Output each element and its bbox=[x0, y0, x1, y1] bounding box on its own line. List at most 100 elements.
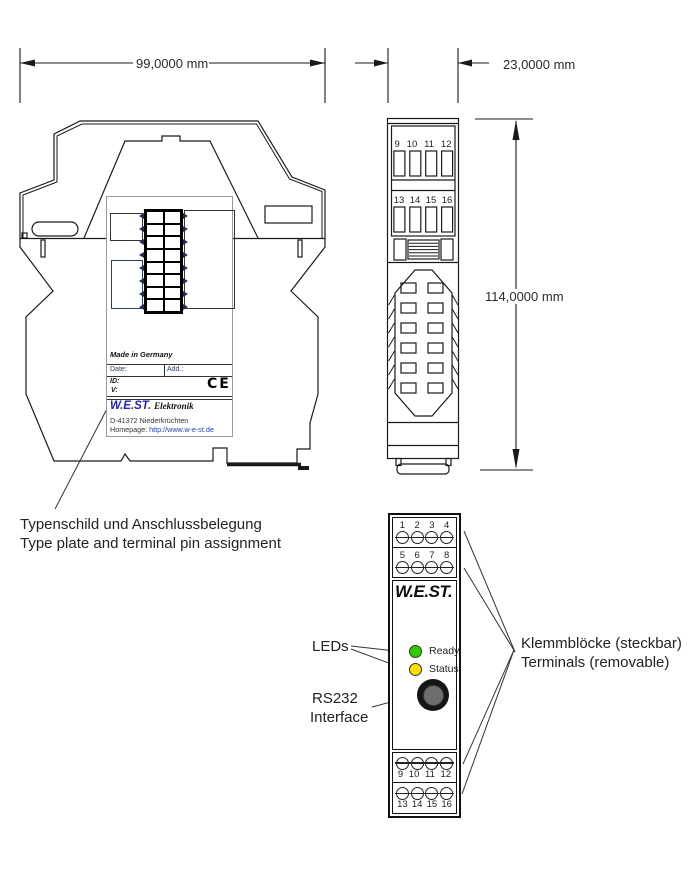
logo-part: . bbox=[147, 400, 152, 412]
terminal-number: 8 bbox=[443, 549, 450, 561]
screw-terminal-icon bbox=[424, 787, 440, 801]
terminal-number: 9 bbox=[394, 139, 400, 150]
led-ready-row: Ready bbox=[409, 645, 459, 658]
led-status-row: Status bbox=[409, 663, 459, 676]
west-elektronik-logo: W.E.ST.Elektronik bbox=[110, 400, 194, 413]
type-plate-label: Made in Germany Date: Add.: ID: V: CE W.… bbox=[106, 196, 235, 437]
terminal-number: 1 bbox=[399, 519, 406, 531]
rs232-connector-pin-area bbox=[422, 684, 444, 706]
rs232-callout-line1: RS232 bbox=[312, 690, 358, 707]
led-ready-label: Ready bbox=[429, 645, 460, 658]
screw-terminal-icon bbox=[409, 756, 425, 770]
terminal-number: 10 bbox=[408, 768, 420, 780]
terminal-number: 9 bbox=[397, 768, 404, 780]
terminal-number: 3 bbox=[429, 519, 435, 531]
dimension-height: 114,0000 mm bbox=[482, 289, 567, 304]
top-view-terminal-row-1: 9 10 11 12 bbox=[391, 140, 455, 150]
terminal-number: 16 bbox=[441, 799, 452, 811]
terminal-number: 7 bbox=[429, 549, 435, 561]
pin-markers-left bbox=[139, 213, 144, 310]
terminal-number: 14 bbox=[411, 799, 423, 811]
screw-terminal-icon bbox=[394, 531, 410, 544]
dimension-side-width: 99,0000 mm bbox=[136, 56, 209, 71]
homepage-label: Homepage: bbox=[110, 425, 148, 434]
screw-terminal-icon bbox=[424, 756, 440, 770]
terminal-number: 14 bbox=[409, 195, 421, 206]
logo-suffix: Elektronik bbox=[154, 401, 194, 411]
type-plate-component-box-2 bbox=[111, 260, 143, 309]
logo-part: W bbox=[110, 400, 121, 412]
terminal-number: 11 bbox=[425, 768, 435, 780]
logo-part: ST bbox=[134, 400, 148, 412]
leds-callout: LEDs bbox=[312, 638, 349, 655]
terminal-number: 12 bbox=[440, 139, 452, 150]
dimension-arrows bbox=[20, 59, 520, 469]
date-field-label: Date: bbox=[110, 366, 127, 373]
front-panel-view: 1 2 3 4 5 6 7 8 bbox=[388, 513, 461, 818]
rs232-connector-icon[interactable] bbox=[417, 679, 449, 711]
terminal-number: 16 bbox=[441, 195, 453, 206]
terminal-number: 15 bbox=[426, 799, 438, 811]
divider bbox=[107, 364, 232, 365]
terminal-block-bottom: 9 10 11 12 13 14 15 16 bbox=[392, 752, 457, 814]
dimension-lines bbox=[19, 48, 533, 471]
terminal-numbers-5-8: 5 6 7 8 bbox=[393, 549, 456, 561]
ready-led-icon bbox=[409, 645, 422, 658]
screw-terminal-icon bbox=[439, 787, 455, 801]
screw-terminal-icon bbox=[409, 531, 425, 544]
top-view-outline bbox=[386, 117, 460, 475]
terminal-numbers-9-12: 9 10 11 12 bbox=[393, 770, 456, 780]
screw-terminal-icon bbox=[394, 787, 410, 801]
terminal-number: 13 bbox=[393, 195, 405, 206]
west-logo-front: W.E.ST. bbox=[395, 582, 453, 601]
rs232-callout-line2: Interface bbox=[310, 709, 369, 726]
terminal-number: 4 bbox=[443, 519, 450, 531]
front-panel-face: W.E.ST. Ready Status bbox=[392, 580, 459, 750]
terminals-callout-de: Klemmblöcke (steckbar) bbox=[521, 635, 682, 652]
screw-row bbox=[393, 561, 456, 574]
terminal-number: 2 bbox=[414, 519, 420, 531]
type-plate-callout-de: Typenschild und Anschlussbelegung bbox=[20, 516, 262, 533]
logo-part: E bbox=[123, 400, 131, 412]
top-view-terminal-row-2: 13 14 15 16 bbox=[391, 196, 455, 206]
id-field-label: ID: bbox=[110, 378, 120, 385]
dimension-front-width: 23,0000 mm bbox=[503, 57, 576, 72]
screw-terminal-icon bbox=[409, 787, 425, 801]
divider bbox=[164, 364, 165, 376]
terminal-number: 10 bbox=[406, 139, 418, 150]
manufacturer-address: D-41372 Niederkrüchten bbox=[110, 416, 189, 425]
screw-terminal-icon bbox=[394, 756, 410, 770]
screw-terminal-icon bbox=[439, 531, 455, 544]
screw-terminal-icon bbox=[424, 561, 440, 574]
pin-markers-right bbox=[183, 213, 188, 310]
screw-row bbox=[393, 531, 456, 544]
terminal-number: 11 bbox=[424, 139, 435, 150]
type-plate-callout-en: Type plate and terminal pin assignment bbox=[20, 535, 281, 552]
terminal-number: 13 bbox=[397, 799, 408, 811]
terminals-callout-en: Terminals (removable) bbox=[521, 654, 670, 671]
version-field-label: V: bbox=[111, 387, 118, 394]
screw-row bbox=[393, 787, 456, 801]
logo-part: . bbox=[120, 400, 124, 412]
screw-terminal-icon bbox=[439, 756, 455, 770]
add-field-label: Add.: bbox=[167, 366, 184, 373]
terminal-number: 6 bbox=[414, 549, 420, 561]
divider bbox=[107, 376, 232, 377]
screw-terminal-icon bbox=[409, 561, 425, 574]
terminal-numbers-1-4: 1 2 3 4 bbox=[393, 519, 456, 531]
terminal-pin-grid bbox=[139, 209, 188, 314]
logo-part: . bbox=[130, 400, 135, 412]
screw-terminal-icon bbox=[424, 531, 440, 544]
terminal-number: 5 bbox=[399, 549, 406, 561]
screw-terminal-icon bbox=[439, 561, 455, 574]
terminal-number: 15 bbox=[425, 195, 437, 206]
terminal-number: 12 bbox=[440, 768, 452, 780]
screw-row bbox=[393, 756, 456, 770]
terminal-block-top: 1 2 3 4 5 6 7 8 bbox=[392, 517, 457, 578]
terminal-numbers-13-16: 13 14 15 16 bbox=[393, 800, 456, 810]
divider bbox=[107, 396, 232, 397]
ce-mark: CE bbox=[207, 376, 231, 392]
divider bbox=[107, 399, 232, 400]
